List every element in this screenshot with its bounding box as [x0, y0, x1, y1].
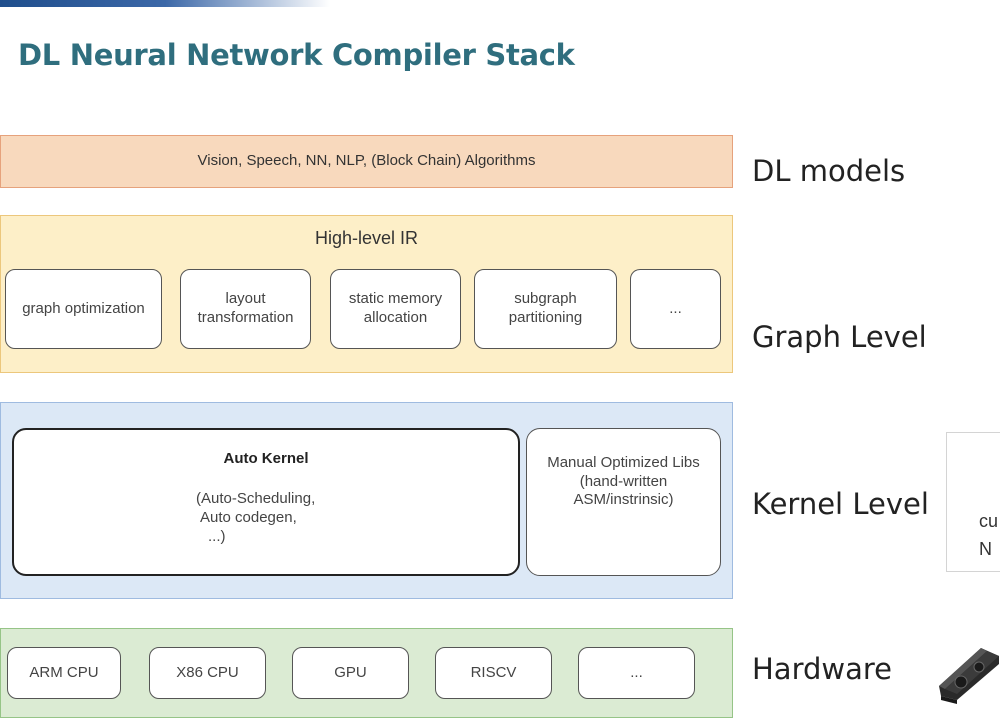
top-accent-bar: [0, 0, 330, 7]
graph-box-label: subgraph partitioning: [508, 290, 583, 326]
hw-box-label: RISCV: [470, 663, 517, 681]
auto-kernel-box: Auto Kernel (Auto-Scheduling, Auto codeg…: [12, 428, 520, 576]
hw-box-label: ...: [630, 663, 643, 681]
dl-models-band: Vision, Speech, NN, NLP, (Block Chain) A…: [0, 135, 733, 188]
graph-box-label: ...: [669, 299, 682, 317]
graph-level-band: High-level IR graph optimization layout …: [0, 215, 733, 373]
static-memory-allocation-box: static memory allocation: [330, 269, 461, 349]
graph-optimization-box: graph optimization: [5, 269, 162, 349]
hw-box-label: GPU: [334, 663, 367, 681]
hardware-band: ARM CPU X86 CPU GPU RISCV ...: [0, 628, 733, 718]
auto-kernel-line: ...): [208, 527, 226, 545]
gpu-box: GPU: [292, 647, 409, 699]
manual-libs-label: Manual Optimized Libs (hand-written ASM/…: [547, 453, 700, 509]
subgraph-partitioning-box: subgraph partitioning: [474, 269, 617, 349]
graph-box-label: graph optimization: [22, 299, 145, 317]
label-graph-level: Graph Level: [752, 320, 927, 354]
side-card-text: N: [979, 539, 992, 559]
label-dl-models: DL models: [752, 154, 906, 188]
layout-transformation-box: layout transformation: [180, 269, 311, 349]
auto-kernel-details: (Auto-Scheduling, Auto codegen, ...): [196, 490, 315, 546]
graph-box-label: static memory allocation: [348, 290, 443, 326]
label-hardware: Hardware: [752, 652, 893, 686]
gpu-card-icon: [939, 648, 999, 704]
auto-kernel-title: Auto Kernel: [223, 450, 309, 467]
hw-box-label: X86 CPU: [176, 663, 239, 681]
hw-box-label: ARM CPU: [29, 663, 99, 681]
algorithms-text: Vision, Speech, NN, NLP, (Block Chain) A…: [197, 152, 536, 169]
riscv-box: RISCV: [435, 647, 552, 699]
hardware-more-box: ...: [578, 647, 695, 699]
graph-more-box: ...: [630, 269, 721, 349]
side-card-text: cu: [979, 511, 999, 531]
graph-box-label: layout transformation: [197, 290, 294, 326]
high-level-ir-title: High-level IR: [314, 228, 419, 248]
kernel-level-band: Auto Kernel (Auto-Scheduling, Auto codeg…: [0, 402, 733, 599]
page-title: DL Neural Network Compiler Stack: [18, 38, 575, 72]
x86-cpu-box: X86 CPU: [149, 647, 266, 699]
auto-kernel-line: (Auto-Scheduling,: [196, 490, 316, 507]
label-kernel-level: Kernel Level: [752, 487, 929, 521]
side-card: cu N: [946, 432, 1000, 572]
auto-kernel-line: Auto codegen,: [200, 508, 297, 526]
manual-libs-box: Manual Optimized Libs (hand-written ASM/…: [526, 428, 721, 576]
arm-cpu-box: ARM CPU: [7, 647, 121, 699]
